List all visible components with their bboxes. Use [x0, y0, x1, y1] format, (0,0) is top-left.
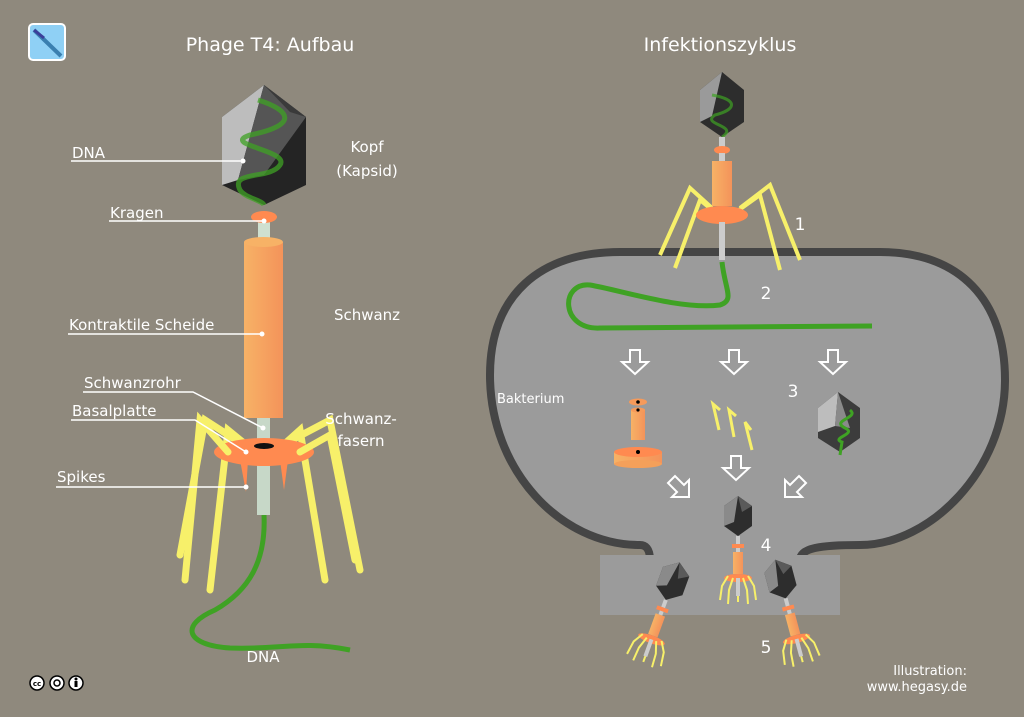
label-dna-tail: DNA: [246, 648, 280, 666]
credit-link[interactable]: www.hegasy.de: [867, 680, 967, 695]
collar: [251, 211, 277, 223]
dna-strand: [189, 514, 351, 653]
step-4: 4: [761, 536, 772, 556]
credit-line-1: Illustration:: [893, 664, 967, 679]
license-icons[interactable]: cc: [29, 675, 84, 691]
label-fasern-2: fasern: [338, 432, 385, 450]
label-bakterium: Bakterium: [497, 392, 564, 407]
right-title: Infektionszyklus: [644, 34, 797, 56]
spikes: [240, 460, 288, 492]
step-5: 5: [761, 638, 772, 658]
capsid-assembling: [818, 392, 860, 456]
arrow-down-icon: [619, 349, 651, 376]
arrow-down-icon: [720, 455, 752, 482]
by-icon: [49, 675, 65, 691]
label-schwanzrohr: Schwanzrohr: [84, 374, 182, 392]
label-dna-head: DNA: [72, 144, 106, 162]
label-kragen: Kragen: [110, 204, 163, 222]
label-fasern-1: Schwanz-: [325, 410, 397, 428]
label-kapsid: (Kapsid): [336, 162, 398, 180]
step-3: 3: [788, 382, 799, 402]
tail-parts: [614, 398, 662, 468]
left-title: Phage T4: Aufbau: [186, 34, 355, 56]
label-basalplatte: Basalplatte: [72, 402, 157, 420]
leader-lines: [56, 158, 267, 490]
step-2: 2: [761, 284, 772, 304]
fiber-parts: [710, 399, 754, 451]
capsid-head: [222, 85, 306, 207]
phage-attaching: [658, 72, 802, 271]
injected-dna: [566, 261, 873, 331]
baseplate: [214, 438, 314, 466]
label-schwanz: Schwanz: [334, 306, 400, 324]
creative-commons-icon: cc: [29, 675, 45, 691]
attribution-icon: [68, 675, 84, 691]
arrow-diagonal-icon: [666, 474, 690, 498]
label-kopf: Kopf: [350, 138, 384, 156]
phage-structure: [176, 85, 364, 653]
label-spikes: Spikes: [57, 468, 106, 486]
arrow-down-icon: [718, 349, 750, 376]
step-1: 1: [795, 215, 806, 235]
label-scheide: Kontraktile Scheide: [69, 316, 214, 334]
logo-icon: [28, 23, 66, 61]
arrow-diagonal-icon: [784, 474, 808, 498]
arrow-down-icon: [817, 349, 849, 376]
svg-text:cc: cc: [33, 680, 41, 688]
arrows: [619, 349, 849, 498]
contractile-sheath: [244, 242, 283, 418]
